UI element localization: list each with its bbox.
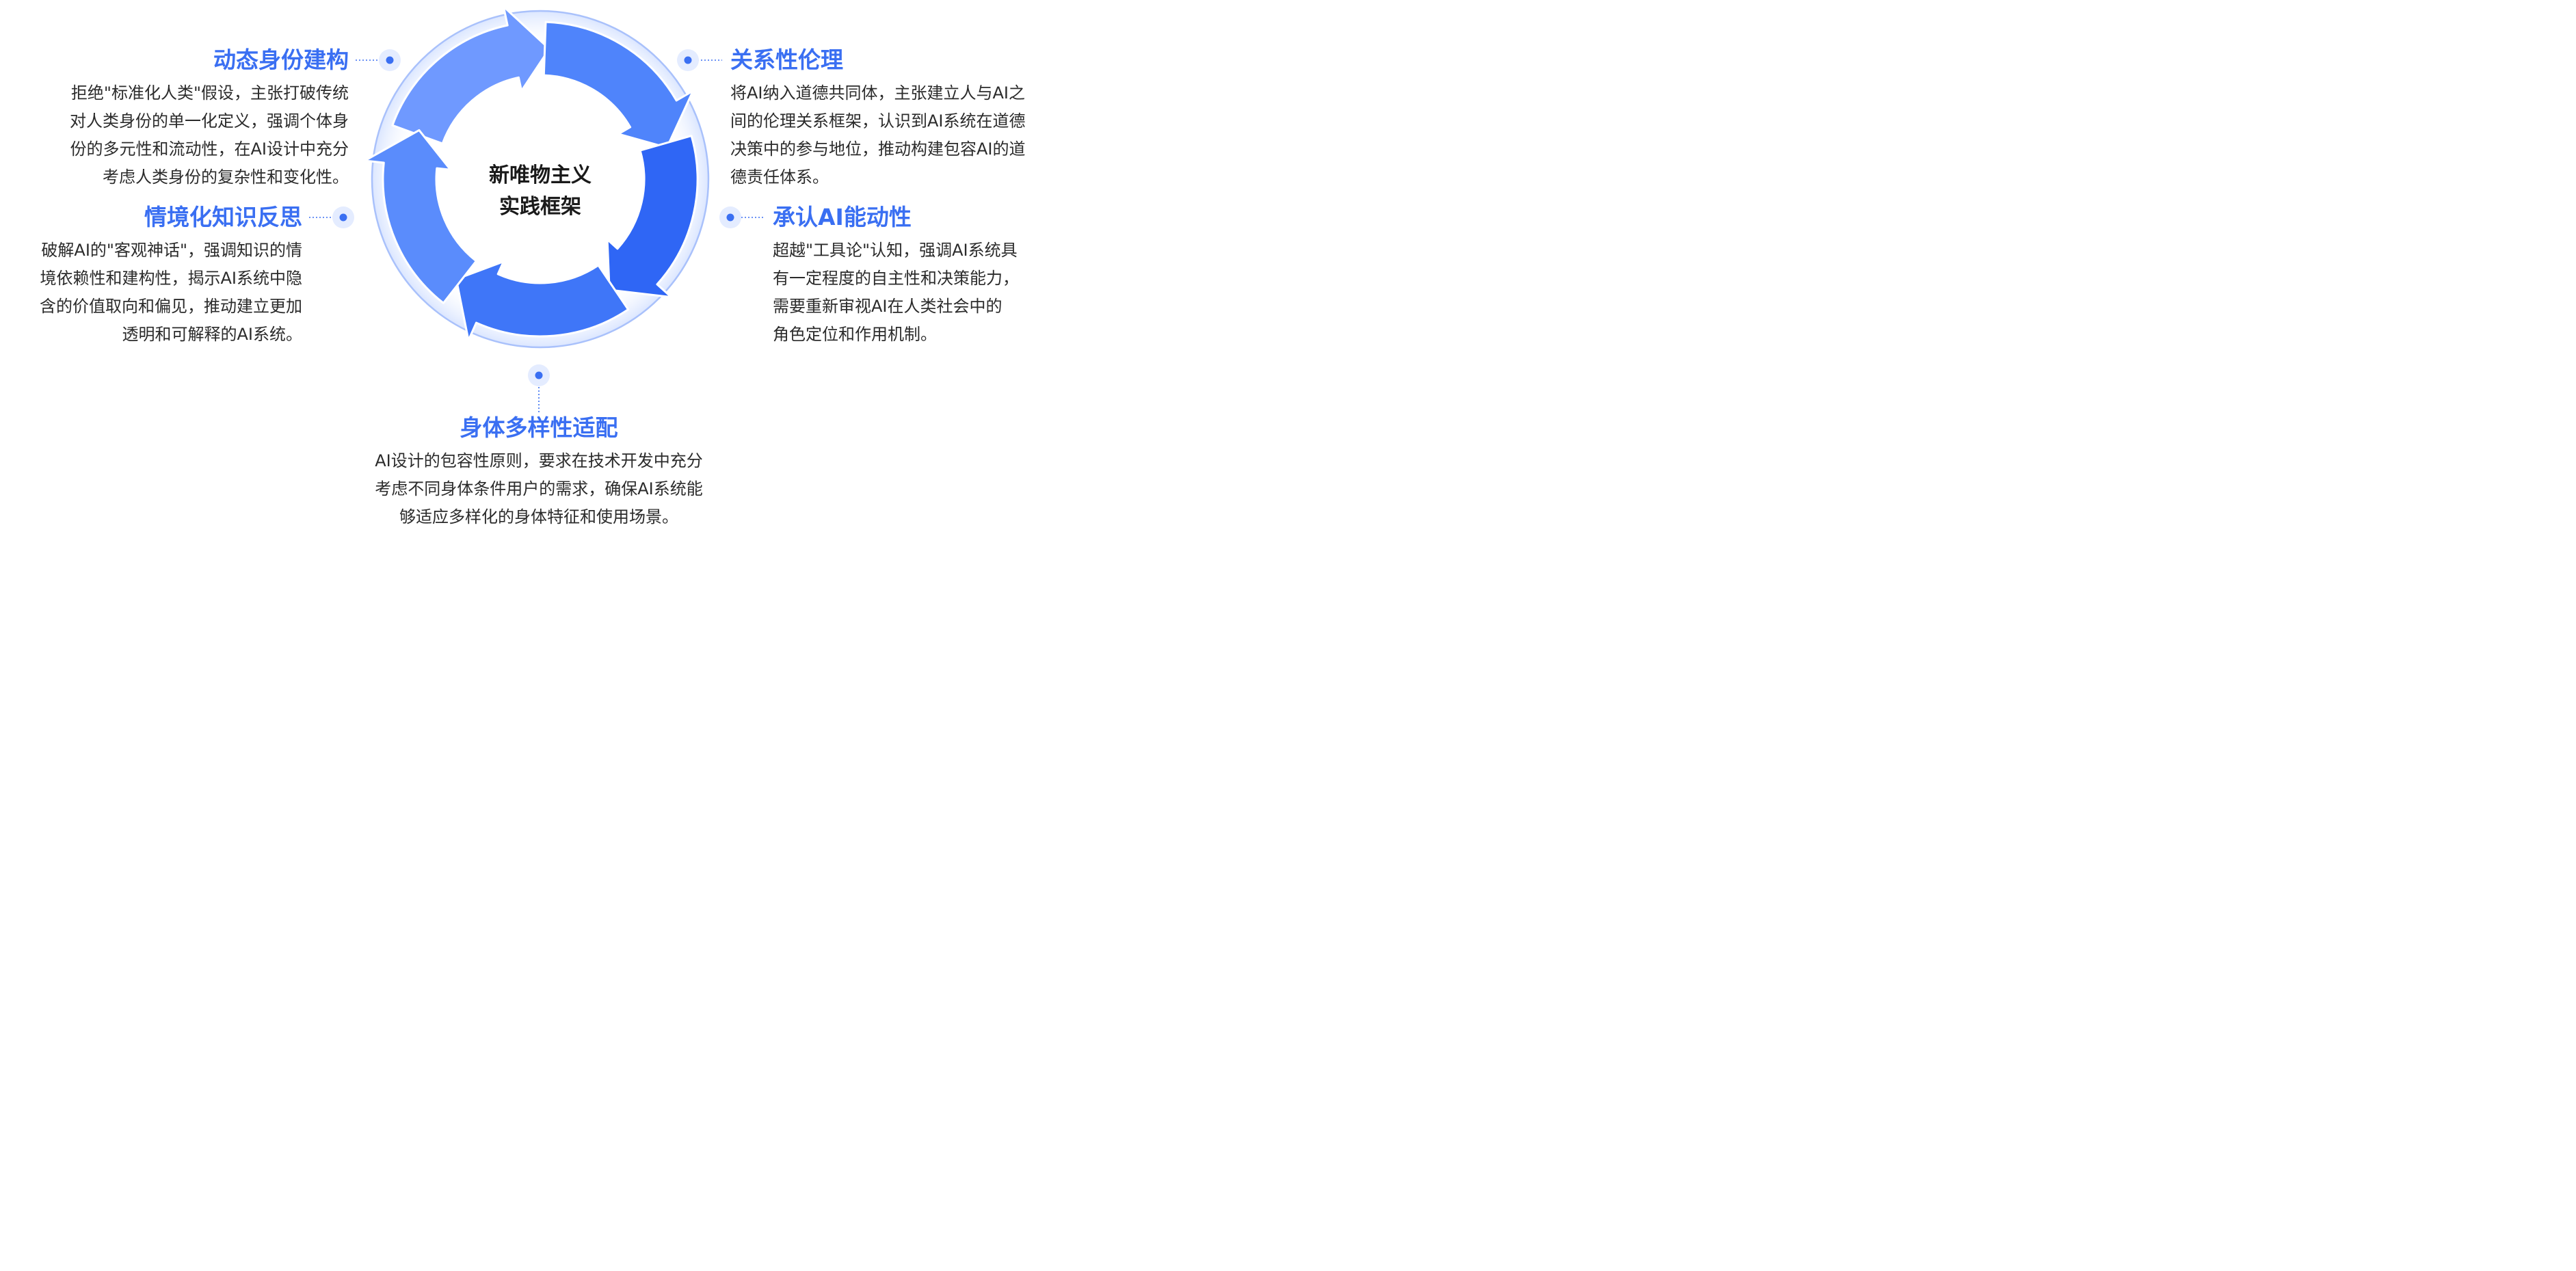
knowledge-line: 含的价值取向和偏见，推动建立更加 [40,297,302,316]
agency-title: 承认AI能动性 [773,204,912,230]
ethics-line: 间的伦理关系框架，认识到AI系统在道德 [730,111,1026,131]
dot-ethics [684,56,692,64]
agency-line: 有一定程度的自主性和决策能力， [773,269,1019,288]
identity-title: 动态身份建构 [213,46,349,73]
body-line: 考虑不同身体条件用户的需求，确保AI系统能 [375,479,703,498]
inner-disc [438,77,643,282]
body-title: 身体多样性适配 [460,414,618,441]
cycle-arrow [391,5,550,145]
cycle-arrow [455,260,630,342]
identity-description: 拒绝"标准化人类"假设，主张打破传统 对人类身份的单一化定义，强调个体身 份的多… [70,79,349,191]
connector-dots [332,49,741,386]
ethics-title: 关系性伦理 [730,46,843,73]
dot-agency [726,213,734,222]
ethics-line: 决策中的参与地位，推动构建包容AI的道 [730,139,1026,159]
knowledge-line: 透明和可解释的AI系统。 [122,325,303,344]
identity-line: 考虑人类身份的复杂性和变化性。 [103,168,349,187]
ethics-line: 将AI纳入道德共同体，主张建立人与AI之 [730,83,1025,103]
center-label: 新唯物主义 实践框架 [472,160,609,223]
body-line: 够适应多样化的身体特征和使用场景。 [399,507,678,526]
ethics-description: 将AI纳入道德共同体，主张建立人与AI之 间的伦理关系框架，认识到AI系统在道德… [730,79,1026,191]
center-label-line2: 实践框架 [499,195,581,219]
agency-description: 超越"工具论"认知，强调AI系统具 有一定程度的自主性和决策能力， 需要重新审视… [773,237,1019,349]
cycle-diagram [309,5,765,413]
dot-body [535,371,543,379]
agency-line: 超越"工具论"认知，强调AI系统具 [773,241,1018,260]
knowledge-title: 情境化知识反思 [144,204,302,230]
center-label-line1: 新唯物主义 [489,163,592,187]
ethics-line: 德责任体系。 [730,168,829,187]
body-line: AI设计的包容性原则，要求在技术开发中充分 [375,451,703,470]
knowledge-line: 破解AI的"客观神话"，强调知识的情 [41,241,302,260]
agency-line: 角色定位和作用机制。 [773,325,937,344]
cycle-arrows [363,5,699,342]
dot-knowledge [339,213,347,222]
body-description: AI设计的包容性原则，要求在技术开发中充分 考虑不同身体条件用户的需求，确保AI… [334,447,744,531]
identity-line: 对人类身份的单一化定义，强调个体身 [70,111,349,131]
cycle-arrow [542,21,694,149]
cycle-arrow [606,135,699,299]
dot-identity [386,56,394,64]
identity-line: 拒绝"标准化人类"假设，主张打破传统 [70,83,349,103]
identity-line: 份的多元性和流动性，在AI设计中充分 [70,139,349,159]
agency-line: 需要重新审视AI在人类社会中的 [773,297,1002,316]
knowledge-description: 破解AI的"客观神话"，强调知识的情 境依赖性和建构性，揭示AI系统中隐 含的价… [40,237,302,349]
connectors [309,59,765,413]
knowledge-line: 境依赖性和建构性，揭示AI系统中隐 [40,269,303,288]
cycle-arrow [363,129,477,304]
